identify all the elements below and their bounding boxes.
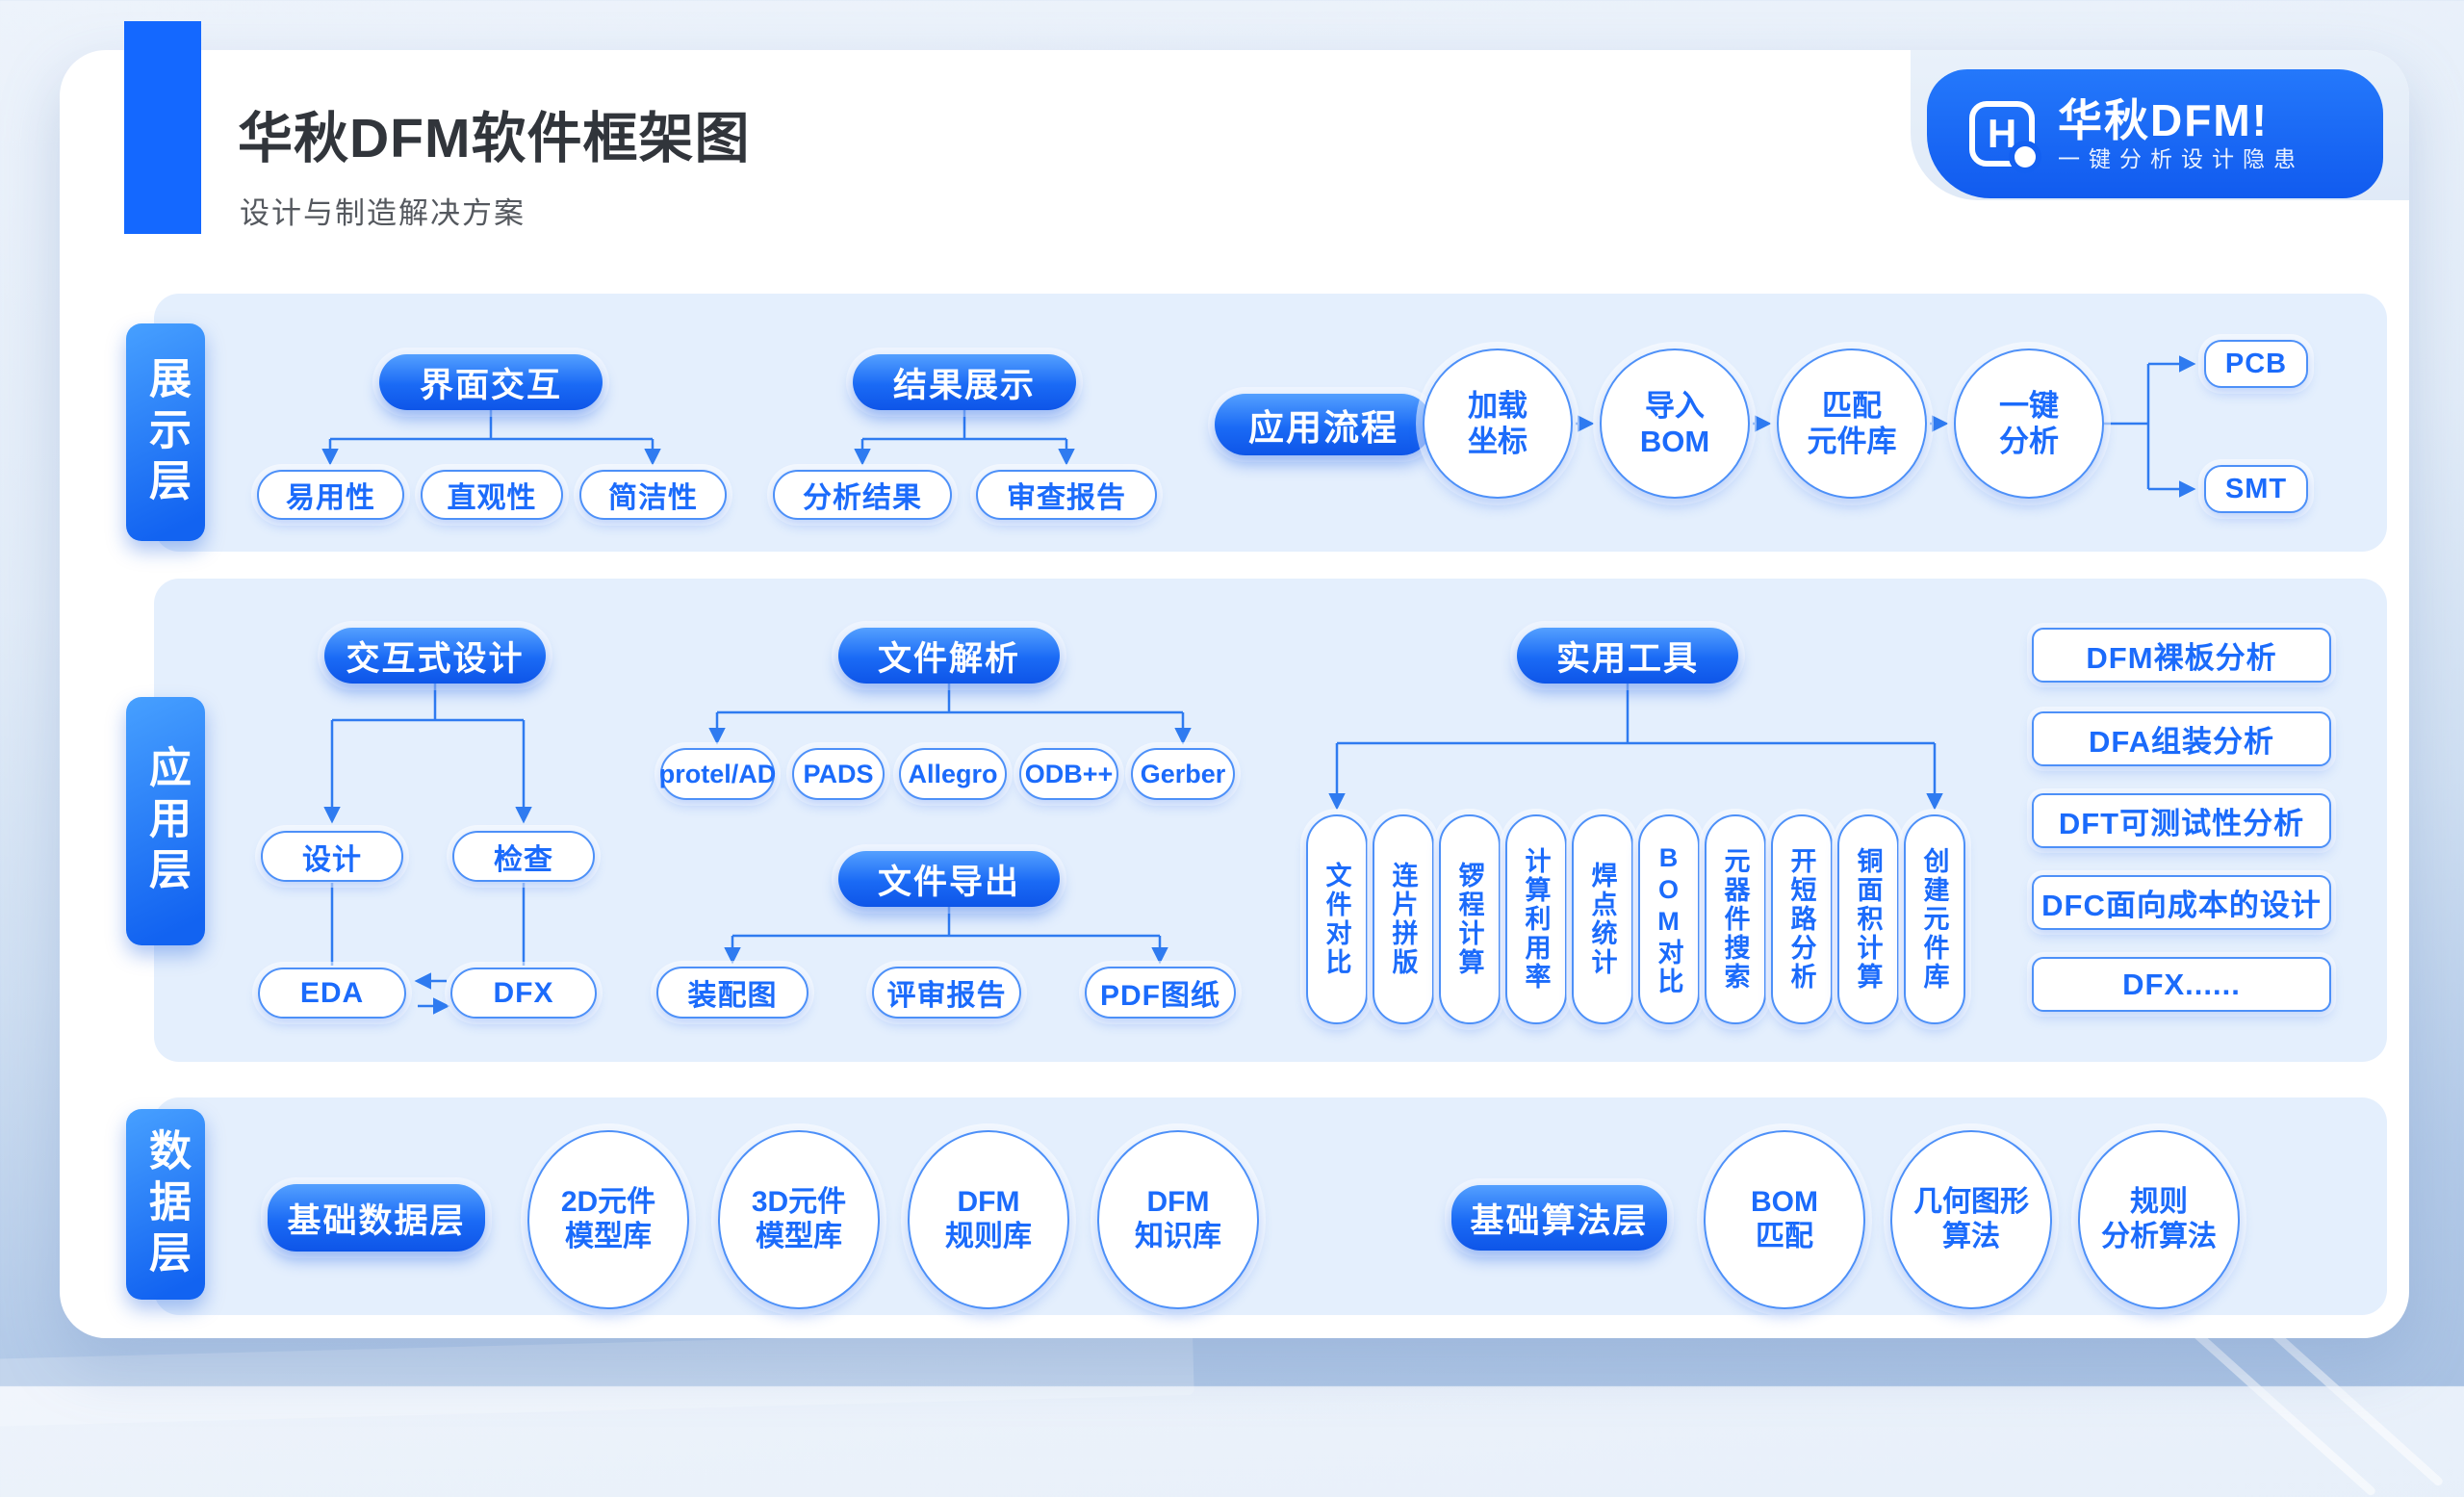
layer-tab-display: 展示层 <box>126 323 205 541</box>
data-circle: 2D元件模型库 <box>527 1130 689 1309</box>
result-item: 审查报告 <box>976 470 1157 520</box>
export-pill: 评审报告 <box>872 967 1021 1019</box>
ui-item: 直观性 <box>421 470 563 520</box>
node-eda: EDA <box>258 968 406 1019</box>
flow-step-circle: 加载坐标 <box>1423 348 1573 499</box>
tool-capsule: 元器件搜索 <box>1705 814 1766 1024</box>
node-dfx: DFX <box>450 968 597 1019</box>
ui-item: 易用性 <box>257 470 404 520</box>
algo-circle: 几何图形算法 <box>1890 1130 2052 1309</box>
flow-step-circle: 一键分析 <box>1954 348 2104 499</box>
brand-badge: H 华秋DFM! 一键分析设计隐患 <box>1927 69 2383 198</box>
interactive-design-pill: 交互式设计 <box>324 628 546 684</box>
ui-item: 简洁性 <box>579 470 727 520</box>
tool-capsule: 锣程计算 <box>1439 814 1501 1024</box>
tool-capsule: 连片拼版 <box>1373 814 1434 1024</box>
file-export-pill: 文件导出 <box>838 851 1060 907</box>
flow-step-circle: 匹配元件库 <box>1777 348 1927 499</box>
analysis-box: DFC面向成本的设计 <box>2032 875 2331 930</box>
brand-name: 华秋DFM! <box>2058 94 2269 145</box>
export-pill: PDF图纸 <box>1085 967 1236 1019</box>
tool-capsule: 开短路分析 <box>1771 814 1833 1024</box>
format-pill: PADS <box>792 748 885 800</box>
algo-circle: 规则分析算法 <box>2078 1130 2240 1309</box>
tool-capsule: 文件对比 <box>1306 814 1368 1024</box>
node-check: 检查 <box>452 831 595 882</box>
format-pill: Gerber <box>1131 748 1235 800</box>
file-parse-pill: 文件解析 <box>838 628 1060 684</box>
analysis-box: DFX...... <box>2032 957 2331 1012</box>
flow-output-pcb: PCB <box>2204 340 2308 388</box>
data-group-pill: 基础数据层 <box>268 1184 485 1252</box>
flow-pill: 应用流程 <box>1215 394 1432 455</box>
tool-capsule: 焊点统计 <box>1572 814 1633 1024</box>
algo-group-pill: 基础算法层 <box>1451 1185 1667 1251</box>
analysis-box: DFA组装分析 <box>2032 711 2331 766</box>
format-pill: protel/AD <box>659 748 776 800</box>
format-pill: ODB++ <box>1019 748 1118 800</box>
flow-output-smt: SMT <box>2204 465 2308 513</box>
tools-pill: 实用工具 <box>1517 628 1738 684</box>
data-circle: 3D元件模型库 <box>718 1130 880 1309</box>
tool-capsule: 计算利用率 <box>1505 814 1567 1024</box>
result-item: 分析结果 <box>773 470 952 520</box>
node-design: 设计 <box>261 831 403 882</box>
layer-tab-data: 数据层 <box>126 1109 205 1300</box>
brand-logo-icon: H <box>1969 101 2036 168</box>
brand-tagline: 一键分析设计隐患 <box>2058 145 2304 171</box>
page-subtitle: 设计与制造解决方案 <box>240 196 526 230</box>
tool-capsule: 创建元件库 <box>1904 814 1965 1024</box>
logo-dot-icon <box>2015 146 2036 168</box>
tool-capsule: BOM对比 <box>1638 814 1700 1024</box>
title-accent-bar <box>124 21 201 234</box>
result-group-pill: 结果展示 <box>853 354 1076 410</box>
page-title: 华秋DFM软件框架图 <box>238 108 751 169</box>
layer-tab-application: 应用层 <box>126 697 205 945</box>
connector-lines <box>321 355 2196 1015</box>
export-pill: 装配图 <box>656 967 808 1019</box>
analysis-box: DFM裸板分析 <box>2032 628 2331 683</box>
format-pill: Allegro <box>899 748 1007 800</box>
analysis-box: DFT可测试性分析 <box>2032 793 2331 848</box>
logo-letter: H <box>1987 111 2017 156</box>
ui-group-pill: 界面交互 <box>379 354 603 410</box>
tool-capsule: 铜面积计算 <box>1837 814 1899 1024</box>
